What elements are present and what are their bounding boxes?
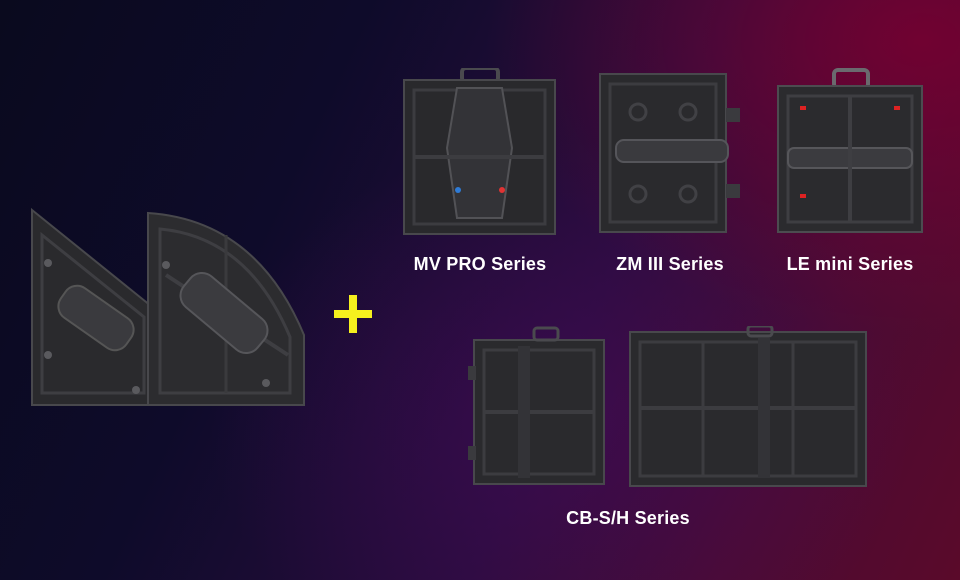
cb-h-cabinet [629,326,867,487]
cb-sh-cabinet-pair [468,326,867,487]
le-mini-caption: LE mini Series [786,254,914,274]
cb-sh-caption: CB-S/H Series [566,508,690,528]
zm-iii-caption: ZM III Series [616,254,724,274]
zm-iii-cabinet [599,73,740,233]
mv-pro-cabinet [403,68,556,235]
quarter-circle-cabinet [147,211,305,406]
cb-s-cabinet [468,326,605,485]
mv-pro-caption: MV PRO Series [413,254,547,274]
plus-icon [334,295,372,333]
le-mini-cabinet [777,68,923,233]
triangle-cabinet [31,207,157,406]
curved-cabinet-pair [31,207,305,406]
